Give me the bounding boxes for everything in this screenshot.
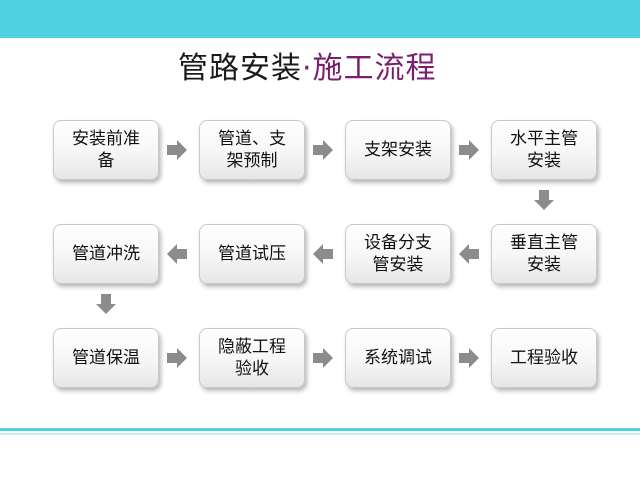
- flow-step-8-line1: 管道冲洗: [72, 244, 140, 264]
- flow-step-2-line2: 架预制: [226, 151, 278, 171]
- flow-step-4-line2: 安装: [527, 151, 561, 171]
- flow-step-6-line1: 设备分支: [364, 233, 432, 253]
- flow-step-9: 管道保温: [53, 328, 159, 388]
- flow-step-4-line1: 水平主管: [510, 129, 578, 149]
- flow-step-2: 管道、支架预制: [199, 120, 305, 180]
- arrow-right-icon: [166, 347, 188, 369]
- flow-step-3: 支架安装: [345, 120, 451, 180]
- flow-step-1: 安装前准备: [53, 120, 159, 180]
- arrow-right-icon: [458, 347, 480, 369]
- flow-step-10: 隐蔽工程验收: [199, 328, 305, 388]
- title-accent: 施工流程: [312, 51, 437, 86]
- flow-step-10-line1: 隐蔽工程: [218, 337, 286, 357]
- arrow-left-icon: [458, 243, 480, 265]
- flow-step-5-line1: 垂直主管: [510, 233, 578, 253]
- title-separator-dot: ·: [302, 51, 313, 86]
- arrow-right-icon: [166, 139, 188, 161]
- arrow-right-icon: [312, 139, 334, 161]
- flow-step-7-line1: 管道试压: [218, 244, 286, 264]
- arrow-right-icon: [312, 347, 334, 369]
- flow-step-11-line1: 系统调试: [364, 348, 432, 368]
- flow-step-6-line2: 管安装: [372, 255, 424, 275]
- flow-step-7: 管道试压: [199, 224, 305, 284]
- arrow-down-icon: [95, 293, 117, 315]
- arrow-left-icon: [166, 243, 188, 265]
- flow-step-1-line2: 备: [97, 151, 115, 171]
- flow-step-2-line1: 管道、支: [218, 129, 286, 149]
- flow-step-9-line1: 管道保温: [72, 348, 140, 368]
- flow-step-11: 系统调试: [345, 328, 451, 388]
- flow-step-5: 垂直主管安装: [491, 224, 597, 284]
- flow-step-8: 管道冲洗: [53, 224, 159, 284]
- bottom-divider-faint: [0, 433, 640, 435]
- arrow-right-icon: [458, 139, 480, 161]
- flow-step-12-line1: 工程验收: [510, 348, 578, 368]
- flow-step-6: 设备分支管安装: [345, 224, 451, 284]
- flow-step-5-line2: 安装: [527, 255, 561, 275]
- flow-step-12: 工程验收: [491, 328, 597, 388]
- arrow-left-icon: [312, 243, 334, 265]
- arrow-down-icon: [533, 189, 555, 211]
- bottom-divider-line: [0, 428, 640, 431]
- flow-step-10-line2: 验收: [235, 359, 269, 379]
- flow-step-1-line1: 安装前准: [72, 129, 140, 149]
- page-title: 管路安装·施工流程: [178, 49, 437, 89]
- flow-step-4: 水平主管安装: [491, 120, 597, 180]
- title-main: 管路安装: [178, 51, 302, 86]
- top-banner-band: [0, 0, 640, 38]
- flow-step-3-line1: 支架安装: [364, 140, 432, 160]
